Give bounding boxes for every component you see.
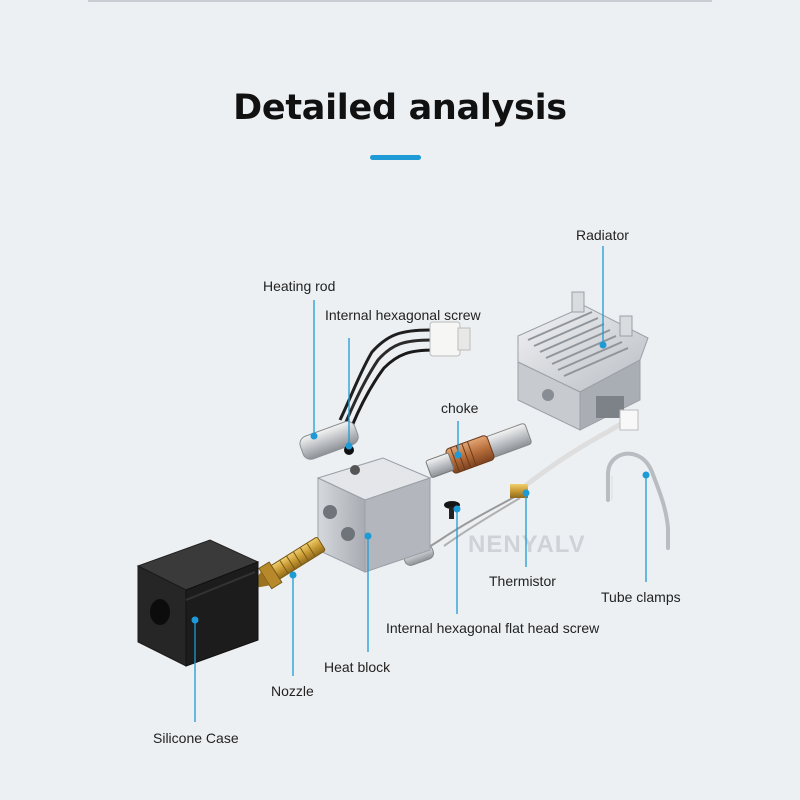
heat-block-part <box>316 457 432 573</box>
label-thermistor: Thermistor <box>489 573 556 589</box>
nozzle-part <box>254 537 326 590</box>
page-title: Detailed analysis <box>233 88 567 128</box>
label-tube-clamps: Tube clamps <box>601 589 681 605</box>
leader-lines <box>194 246 647 722</box>
label-flat-head-screw: Internal hexagonal flat head screw <box>386 620 600 636</box>
title-accent-bar <box>370 155 421 160</box>
choke-part <box>425 423 532 478</box>
label-radiator: Radiator <box>576 227 629 243</box>
heating-rod-part <box>299 321 471 460</box>
label-silicone-case: Silicone Case <box>153 730 239 746</box>
label-nozzle: Nozzle <box>271 683 314 699</box>
radiator-part <box>517 291 649 431</box>
label-heat-block: Heat block <box>324 659 391 675</box>
label-choke: choke <box>441 400 479 416</box>
thermistor-part <box>403 409 639 566</box>
label-internal-hex-screw: Internal hexagonal screw <box>325 307 481 323</box>
watermark-text: NENYALV <box>468 531 586 558</box>
leader-dots <box>191 341 650 624</box>
silicone-case-part <box>136 539 260 667</box>
top-divider <box>88 0 712 2</box>
label-heating-rod: Heating rod <box>263 278 336 294</box>
tube-clamps-part <box>606 451 670 550</box>
